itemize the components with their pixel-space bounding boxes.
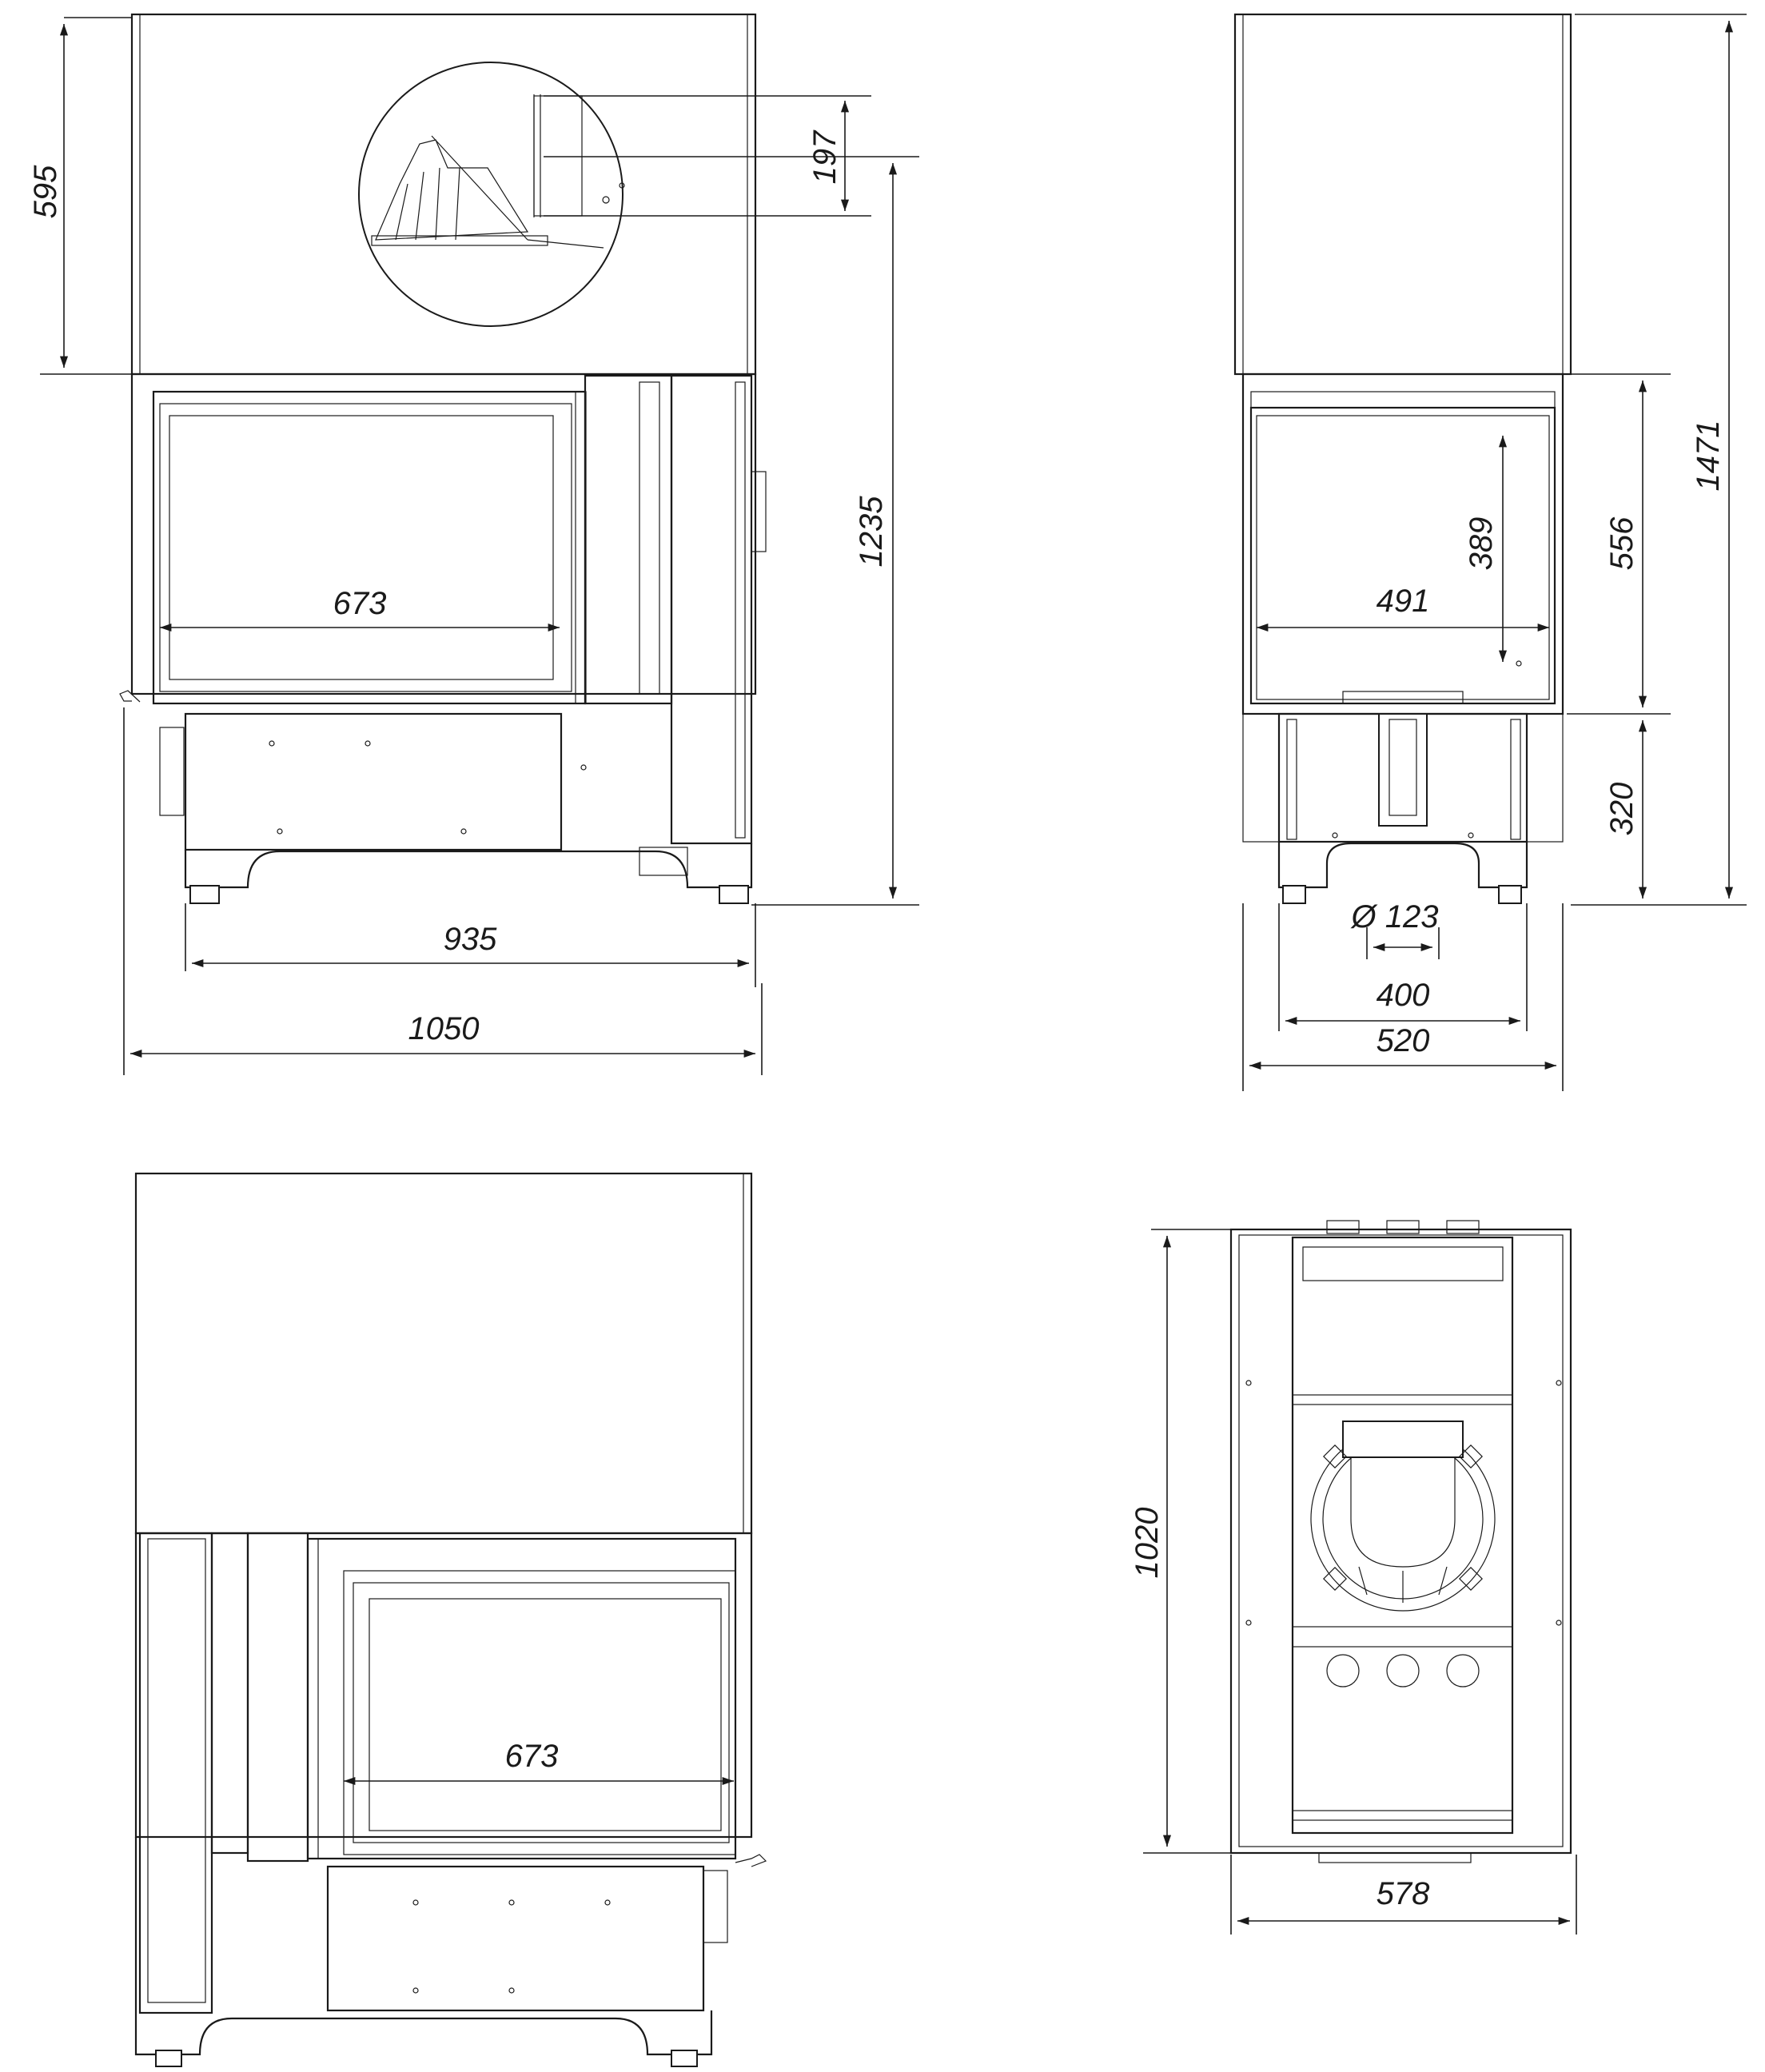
side-dimensions: 1471 556 320 389 491 Ø 123 400 520 [1242,14,1747,1091]
dim-side-base-width: 400 [1377,978,1430,1013]
dim-top-height: 595 [28,165,63,218]
dim-side-total-height: 1471 [1691,420,1726,492]
dim-total-width: 1050 [408,1011,480,1046]
dim-flue-offset: 197 [807,130,843,184]
front-view [119,13,767,904]
dim-total-height: 1235 [854,496,889,568]
dim-glass-height: 389 [1464,517,1499,571]
dim-plan-width: 578 [1377,1876,1430,1911]
rear-view [134,1172,767,2067]
flue-detail-circle [358,62,625,327]
dim-air-inlet: Ø 123 [1350,899,1439,934]
dim-base-width: 935 [444,922,497,957]
plan-dimensions: 1020 578 [1130,1229,1577,1935]
dim-plan-depth: 1020 [1130,1508,1165,1579]
dim-glass-width: 673 [333,586,387,621]
rear-dimensions: 673 [344,1739,734,1786]
dim-side-total-width: 520 [1377,1023,1430,1058]
side-view [1233,13,1572,904]
dim-rear-glass-width: 673 [505,1739,559,1774]
flue-collar [1310,1421,1496,1612]
front-dimensions: 595 197 1235 673 935 1050 [28,17,919,1075]
dim-side-glass-width: 491 [1377,584,1430,619]
dim-firebox-height: 556 [1604,516,1639,570]
plan-view [1229,1220,1572,1863]
dim-base-height: 320 [1604,783,1639,836]
